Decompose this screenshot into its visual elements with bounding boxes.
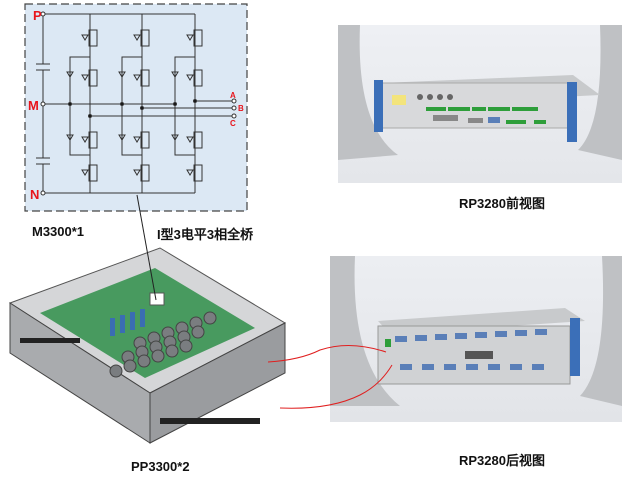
rear-view-photo bbox=[330, 256, 622, 422]
topology-label: I型3电平3相全桥 bbox=[157, 227, 254, 242]
node-p-label: P bbox=[33, 8, 42, 23]
node-m-label: M bbox=[28, 98, 39, 113]
front-view-photo bbox=[338, 25, 622, 183]
front-view-label: RP3280前视图 bbox=[459, 196, 545, 211]
module-label: M3300*1 bbox=[32, 224, 85, 239]
output-c-label: C bbox=[230, 119, 236, 128]
cabinet-3d-model bbox=[0, 243, 292, 453]
rear-view-label: RP3280后视图 bbox=[459, 453, 545, 468]
output-a-label: A bbox=[230, 91, 236, 100]
circuit-diagram: P M N A B C bbox=[24, 3, 248, 212]
cabinet-label: PP3300*2 bbox=[131, 459, 190, 474]
node-n-label: N bbox=[30, 187, 39, 202]
output-b-label: B bbox=[238, 104, 244, 113]
